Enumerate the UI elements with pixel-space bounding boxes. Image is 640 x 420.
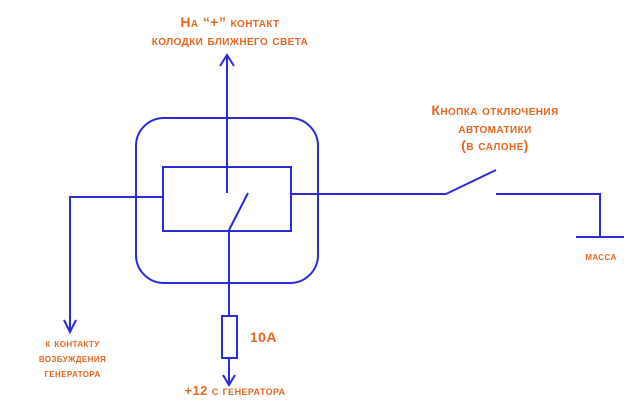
label-button-line2: автоматики [458,119,532,136]
button-open-contact [445,169,497,195]
label-button-line3: (в салоне) [461,137,529,153]
wire-to-excitation [69,196,163,332]
label-excite-line2: возбуждения [38,351,107,365]
arrow-down-excitation [63,319,77,335]
arrow-up-low-beam [219,53,235,67]
label-fuse-rating: 10А [250,329,277,345]
label-excitation-contact: к контакту возбуждения генератора [0,336,145,381]
label-low-beam-line1: На “+” контакт [180,14,280,30]
label-ground: масса [585,249,617,263]
label-low-beam-line2: колодки ближнего света [151,31,309,48]
label-disable-button: Кнопка отключения автоматики (в салоне) [405,102,585,155]
fuse-10a [221,315,238,359]
label-excite-line3: генератора [44,366,101,380]
label-plus12-generator: +12 с генератора [184,383,286,398]
wire-button-to-ground [496,193,601,236]
label-button-line1: Кнопка отключения [431,102,559,118]
label-low-beam-contact: На “+” контакт колодки ближнего света [120,14,340,49]
label-excite-line1: к контакту [45,336,100,350]
arrow-down-plus12 [222,374,236,387]
relay-switch-contact [227,192,249,233]
